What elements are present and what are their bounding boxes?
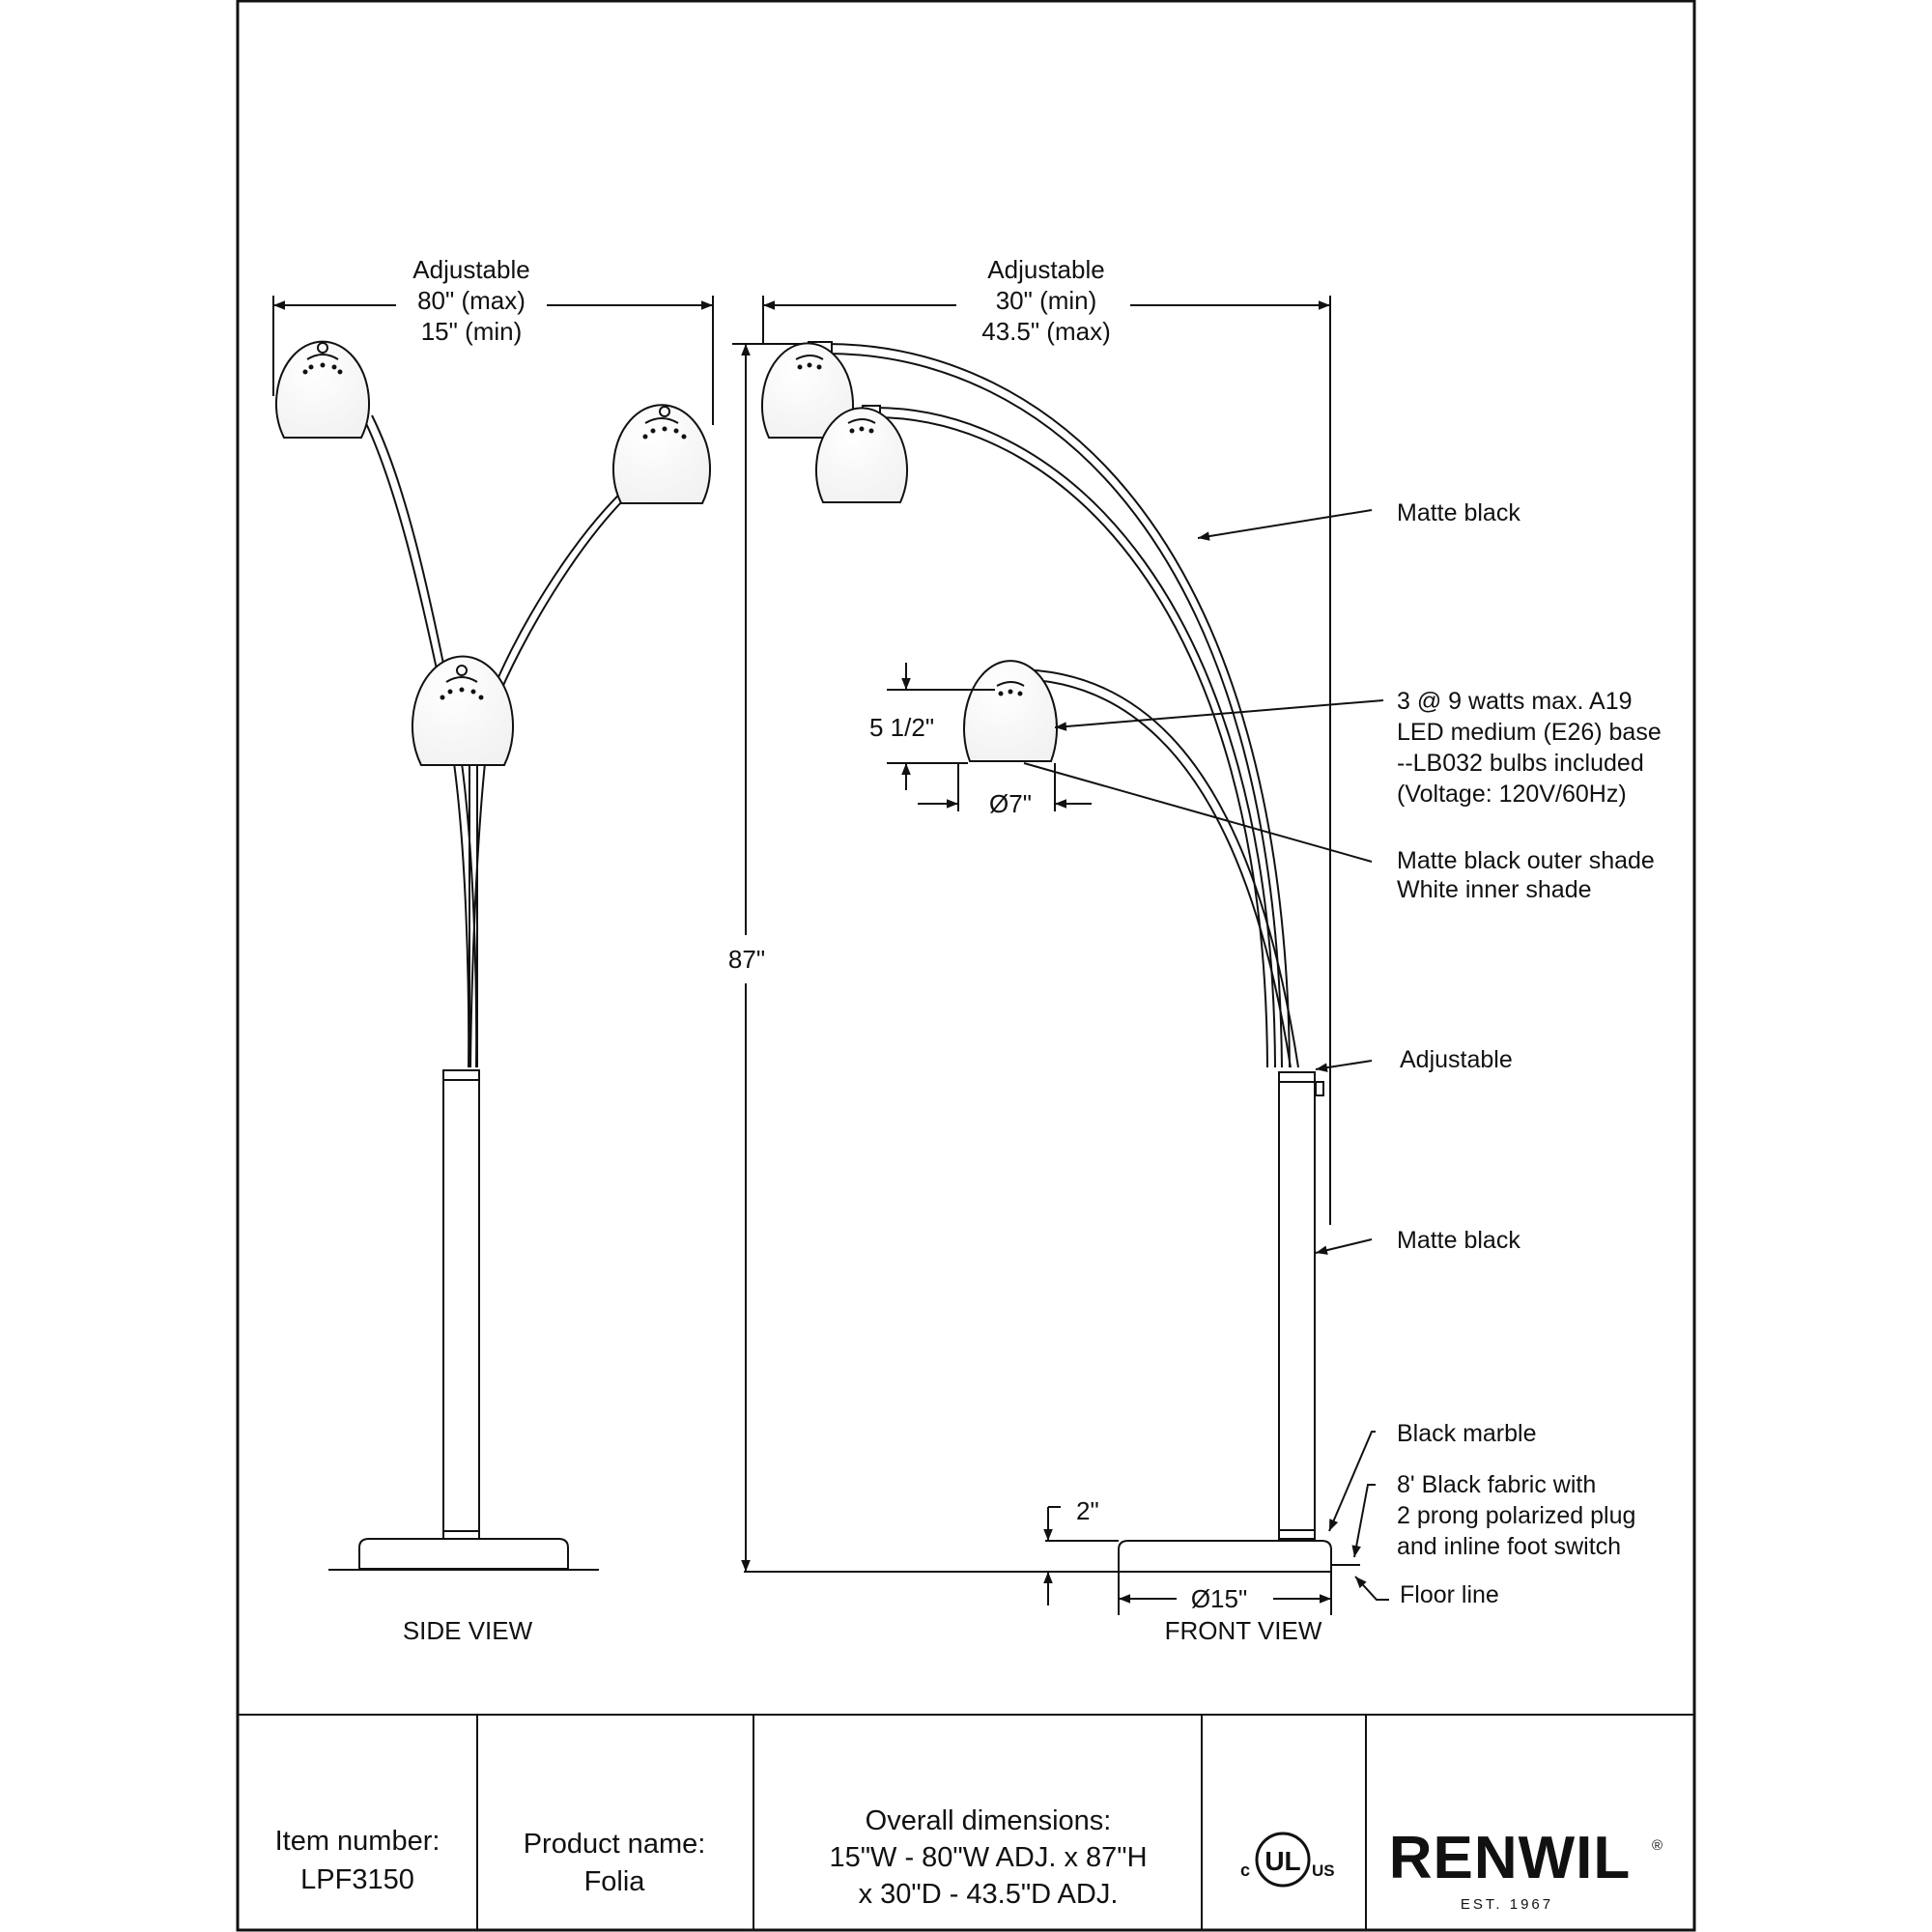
side-pole [442,1069,480,1540]
ul-mark-text: UL [1264,1846,1300,1876]
base-height-dim: 2" [1076,1496,1099,1525]
callout-leaders [1023,509,1389,1601]
side-shade-left [275,340,370,439]
side-width-label: Adjustable [412,255,529,284]
product-name-label: Product name: [524,1829,706,1860]
side-view [272,296,714,1571]
renwil-est: EST. 1967 [1461,1896,1553,1913]
cord-callout-2: 2 prong polarized plug [1397,1502,1635,1529]
cord-callout-3: and inline foot switch [1397,1533,1621,1560]
side-view-labels: Adjustable 80" (max) 15" (min) SIDE VIEW [403,255,533,1645]
cord-callout-1: 8' Black fabric with [1397,1471,1596,1498]
item-number-value: LPF3150 [300,1864,414,1895]
callout-labels: Matte black 3 @ 9 watts max. A19 LED med… [1397,499,1662,1608]
base-callout: Black marble [1397,1420,1537,1447]
shade-diameter-dim: Ø7" [989,789,1032,818]
front-depth-label: Adjustable [987,255,1104,284]
shade-height-dim: 5 1/2" [869,713,934,742]
bulb-callout-4: (Voltage: 120V/60Hz) [1397,781,1627,808]
front-view [732,296,1360,1615]
overall-dimensions-line1: 15"W - 80"W ADJ. x 87"H [829,1842,1147,1873]
product-name-value: Folia [584,1866,646,1897]
bulb-callout-2: LED medium (E26) base [1397,719,1662,746]
front-view-title: FRONT VIEW [1165,1616,1322,1645]
ul-c-text: c [1240,1861,1250,1880]
side-width-min: 15" (min) [421,317,523,346]
base-diameter-dim: Ø15" [1191,1584,1247,1613]
side-base [358,1538,569,1570]
ul-listed-icon: UL c US [1240,1832,1335,1888]
side-shade-right [612,404,711,504]
front-pole [1278,1071,1316,1540]
overall-height-dim: 87" [728,945,765,974]
ul-us-text: US [1312,1861,1335,1880]
shade-callout-2: White inner shade [1397,876,1592,903]
front-depth-max: 43.5" (max) [981,317,1111,346]
overall-dimensions-label: Overall dimensions: [866,1805,1112,1836]
title-block: Item number: LPF3150 Product name: Folia… [275,1715,1662,1930]
adjustable-callout: Adjustable [1400,1046,1513,1073]
bulb-callout-3: --LB032 bulbs included [1397,750,1644,777]
floor-line-callout: Floor line [1400,1581,1499,1608]
front-shade-lower [963,660,1058,762]
shade-callout-1: Matte black outer shade [1397,847,1655,874]
bulb-callout-1: 3 @ 9 watts max. A19 [1397,688,1633,715]
side-shade-center [412,655,514,766]
renwil-logo: RENWIL [1389,1825,1632,1891]
overall-dimensions-line2: x 30"D - 43.5"D ADJ. [859,1879,1119,1910]
item-number-label: Item number: [275,1826,440,1857]
side-view-title: SIDE VIEW [403,1616,533,1645]
pole-finish-callout: Matte black [1397,1227,1520,1254]
front-shade-second [815,407,908,503]
renwil-registered-mark: ® [1652,1837,1662,1854]
front-base [1118,1540,1332,1573]
front-view-labels: Adjustable 30" (min) 43.5" (max) 87" 5 1… [728,255,1322,1645]
side-width-max: 80" (max) [417,286,526,315]
arm-finish-callout: Matte black [1397,499,1520,526]
sheet-border [236,0,1696,1932]
front-depth-min: 30" (min) [996,286,1097,315]
front-shade-top [761,342,854,439]
